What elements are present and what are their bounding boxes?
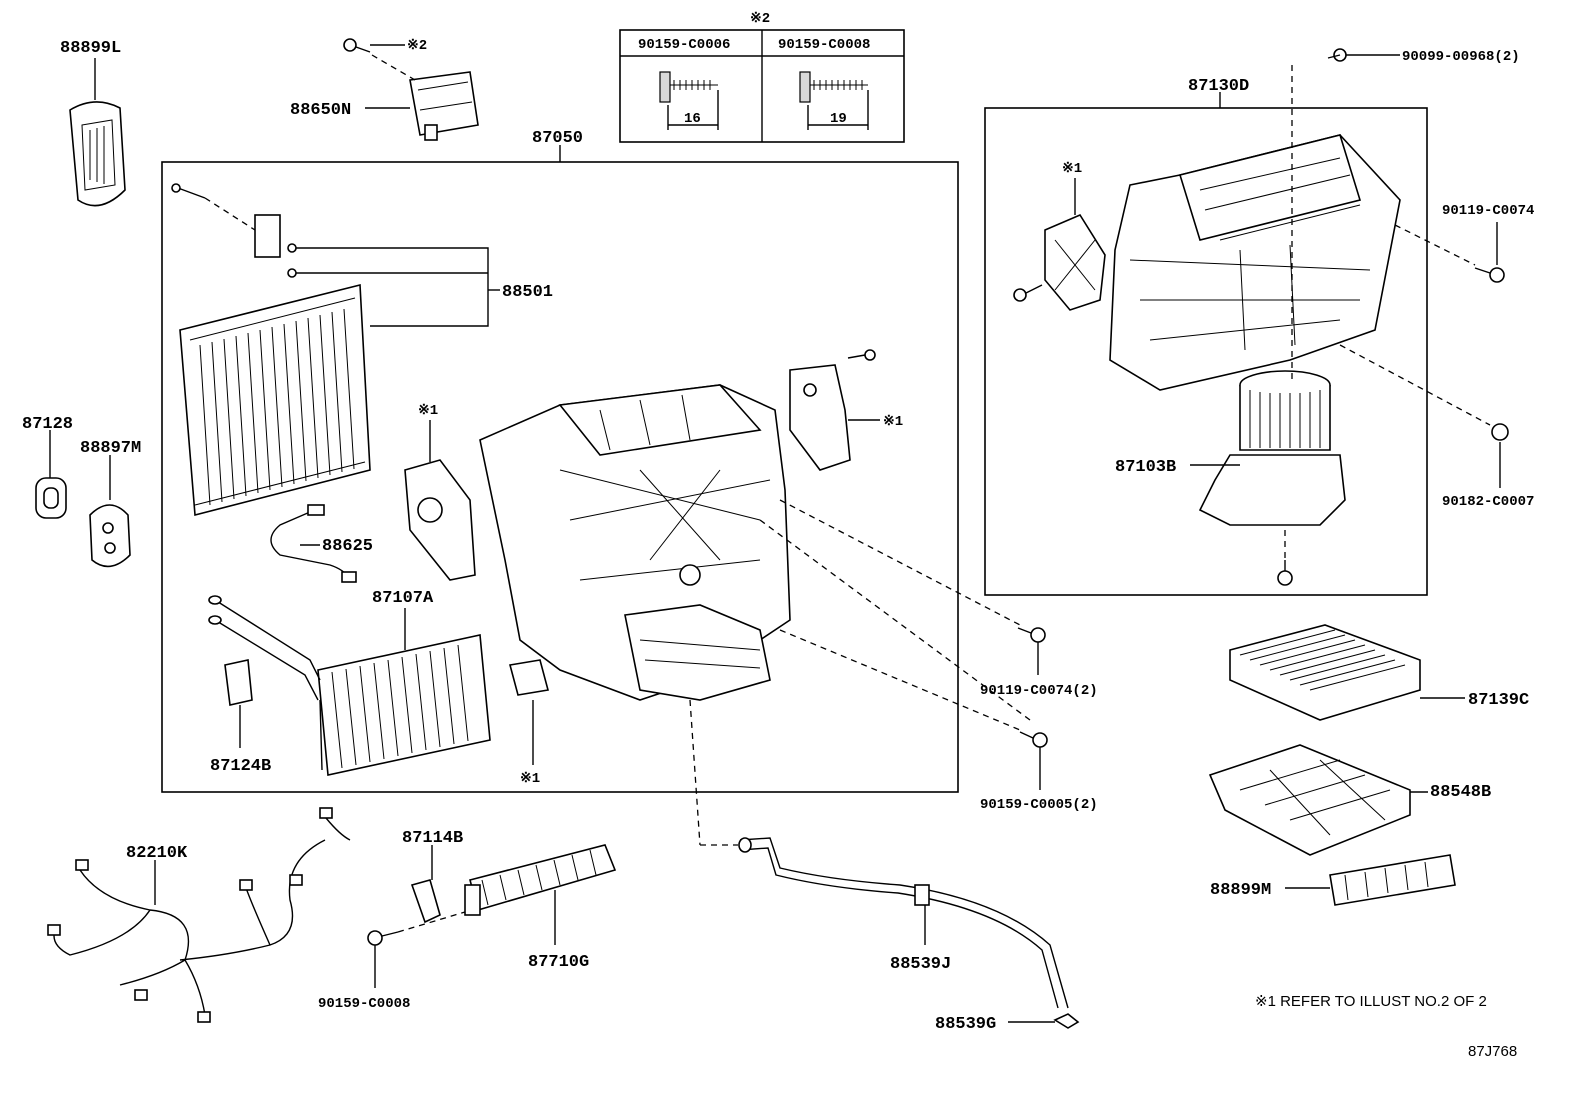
bolt-table-mark: ※2	[750, 11, 770, 27]
label-87050: 87050	[532, 129, 583, 148]
bolt-icon	[1013, 284, 1043, 302]
servo-motor-blower[interactable]	[1044, 213, 1106, 311]
label-87124B: 87124B	[210, 757, 271, 776]
bolt-icon	[1017, 627, 1046, 643]
label-88539G: 88539G	[935, 1015, 996, 1034]
label-87114B: 87114B	[402, 829, 463, 848]
label-88539J: 88539J	[890, 955, 951, 974]
mark-1-right: ※1	[883, 414, 903, 430]
blower-housing[interactable]	[1109, 134, 1401, 391]
part-87114B[interactable]	[410, 879, 441, 924]
part-88897M[interactable]	[89, 504, 131, 568]
assembly-box-87130D	[984, 107, 1428, 596]
blower-motor[interactable]	[1198, 370, 1346, 526]
wire-harness[interactable]	[47, 807, 351, 1023]
mark-1-bottom: ※1	[520, 771, 540, 787]
bolt-icon	[343, 38, 371, 53]
part-87128[interactable]	[35, 477, 67, 519]
cabin-filter[interactable]	[1229, 624, 1421, 721]
part-88539G[interactable]	[1053, 1013, 1080, 1029]
label-88548B: 88548B	[1430, 783, 1491, 802]
label-90182: 90182-C0007	[1442, 494, 1534, 510]
part-88650N[interactable]	[409, 71, 479, 141]
label-90159-c0008: 90159-C0008	[318, 996, 410, 1012]
refer-note: ※1 REFER TO ILLUST NO.2 OF 2	[1255, 993, 1487, 1010]
bolt-b-partno: 90159-C0008	[778, 37, 870, 53]
part-87124B[interactable]	[224, 659, 253, 706]
bolt-icon	[847, 349, 876, 361]
label-87139C: 87139C	[1468, 691, 1529, 710]
bolt-icon	[367, 930, 399, 946]
grommet-icon	[1491, 423, 1509, 441]
label-90159-c0005: 90159-C0005(2)	[980, 797, 1098, 813]
part-88899L[interactable]	[69, 101, 126, 207]
bolt-icon	[1019, 731, 1048, 748]
label-90119-top: 90119-C0074	[1442, 203, 1534, 219]
drawing-number: 87J768	[1468, 1043, 1517, 1060]
label-88650N: 88650N	[290, 101, 351, 120]
part-88625[interactable]	[270, 504, 357, 583]
part-88899M[interactable]	[1329, 854, 1456, 906]
servo-motor-left[interactable]	[404, 459, 476, 581]
evaporator[interactable]	[179, 283, 371, 517]
label-87710G: 87710G	[528, 953, 589, 972]
mark-1-blower: ※1	[1062, 161, 1082, 177]
label-88897M: 88897M	[80, 439, 141, 458]
label-90099: 90099-00968(2)	[1402, 49, 1520, 65]
label-87130D: 87130D	[1188, 77, 1249, 96]
label-88899M: 88899M	[1210, 881, 1271, 900]
label-90119-bottom: 90119-C0074(2)	[980, 683, 1098, 699]
filter-tray[interactable]	[1208, 744, 1411, 856]
label-87107A: 87107A	[372, 589, 434, 608]
bolt-icon	[1474, 267, 1505, 283]
ptc-heater[interactable]	[464, 844, 617, 916]
label-88501: 88501	[502, 283, 553, 302]
servo-motor-right[interactable]	[789, 364, 851, 471]
bolt-a-length: 16	[684, 111, 701, 127]
hvac-unit-body[interactable]	[479, 384, 791, 701]
bolt-b-length: 19	[830, 111, 847, 127]
bolt-a-partno: 90159-C0006	[638, 37, 730, 53]
label-87103B: 87103B	[1115, 458, 1176, 477]
expansion-valve[interactable]	[171, 183, 297, 278]
mark-1-left: ※1	[418, 403, 438, 419]
label-87128: 87128	[22, 415, 73, 434]
heater-core[interactable]	[208, 595, 491, 776]
drain-hose[interactable]	[738, 837, 1069, 1009]
bolt-table: 90159-C0006 90159-C0008 16 19	[619, 29, 905, 143]
label-82210K: 82210K	[126, 844, 188, 863]
label-88899L: 88899L	[60, 39, 121, 58]
bolt-icon	[1277, 560, 1293, 586]
mark-2-top: ※2	[407, 38, 427, 54]
label-88625: 88625	[322, 537, 373, 556]
bolt-icon	[1327, 48, 1347, 62]
